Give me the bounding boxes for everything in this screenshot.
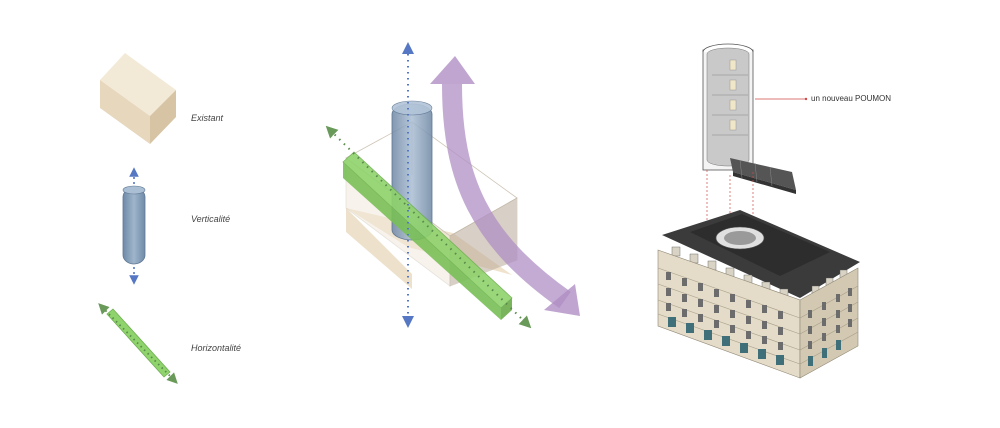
building-illustration bbox=[657, 210, 860, 379]
bar-icon bbox=[98, 303, 178, 384]
legend-label-verticalite: Verticalité bbox=[191, 214, 231, 224]
callout-label-poumon: un nouveau POUMON bbox=[811, 94, 892, 103]
legend-label-existant: Existant bbox=[191, 113, 224, 123]
cube-icon bbox=[100, 53, 176, 144]
poumon-cylinder bbox=[702, 43, 796, 194]
legend-label-horizontalite: Horizontalité bbox=[191, 343, 242, 353]
cylinder-icon bbox=[122, 167, 146, 285]
composition-diagram bbox=[325, 42, 580, 329]
